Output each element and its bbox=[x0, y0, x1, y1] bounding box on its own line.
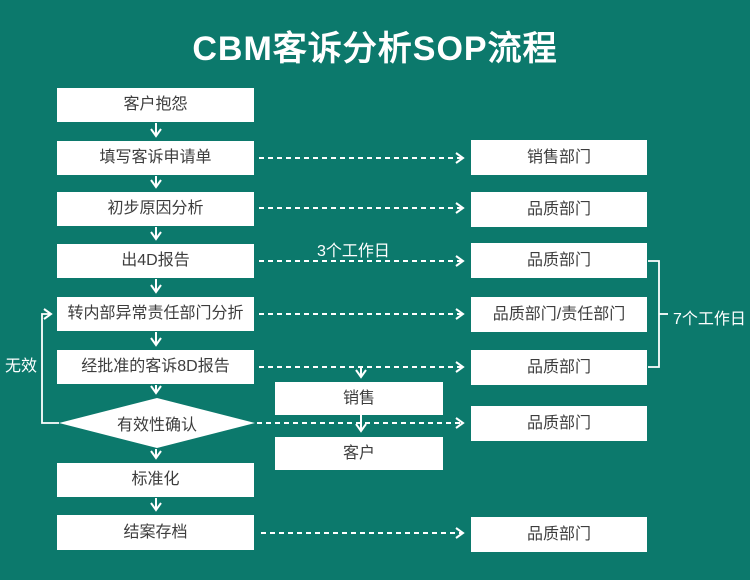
label-three-working-days: 3个工作日 bbox=[317, 243, 390, 260]
dept-quality-1: 品质部门 bbox=[471, 192, 647, 227]
step-standardization: 标准化 bbox=[57, 463, 254, 497]
step-preliminary-cause-analysis: 初步原因分析 bbox=[57, 192, 254, 226]
label-invalid: 无效 bbox=[5, 358, 38, 375]
node-customer: 客户 bbox=[275, 437, 443, 470]
step-customer-complaint: 客户抱怨 bbox=[57, 88, 254, 122]
page-title: CBM客诉分析SOP流程 bbox=[192, 30, 558, 68]
step-approved-8d-report: 经批准的客诉8D报告 bbox=[57, 350, 254, 384]
decision-diamond-shape bbox=[59, 398, 255, 448]
label-seven-working-days: 7个工作日 bbox=[673, 311, 746, 328]
dept-quality-3: 品质部门 bbox=[471, 350, 647, 385]
dept-quality-5: 品质部门 bbox=[471, 517, 647, 552]
bracket-line bbox=[648, 260, 660, 368]
step-fill-complaint-form: 填写客诉申请单 bbox=[57, 141, 254, 175]
dashed-arrows bbox=[257, 152, 465, 539]
step-internal-dept-analysis: 转内部异常责任部门分折 bbox=[57, 297, 254, 331]
seven-days-bracket bbox=[648, 260, 668, 368]
dept-quality-responsible: 品质部门/责任部门 bbox=[471, 297, 647, 332]
dept-quality-4: 品质部门 bbox=[471, 406, 647, 441]
step-issue-4d-report: 出4D报告 bbox=[57, 244, 254, 278]
dept-sales: 销售部门 bbox=[471, 140, 647, 175]
invalid-loop-arrow bbox=[41, 308, 59, 424]
node-sales: 销售 bbox=[275, 382, 443, 415]
dept-quality-2: 品质部门 bbox=[471, 243, 647, 278]
step-close-and-archive: 结案存档 bbox=[57, 515, 254, 550]
decision-effectiveness-confirmation: 有效性确认 bbox=[116, 417, 197, 434]
